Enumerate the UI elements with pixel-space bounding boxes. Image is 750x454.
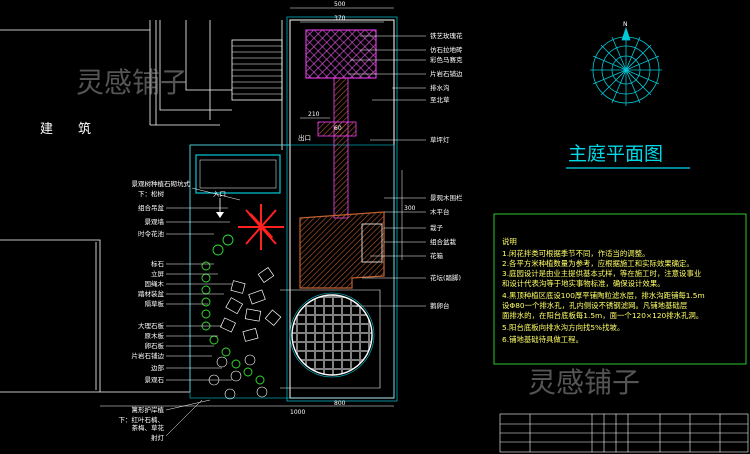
dim-side: 300 <box>404 205 416 212</box>
label-r-8: 木平台 <box>430 207 450 216</box>
note-line-6: 面排水的，在阳台底板每1.5m，面一个120×120排水孔洞。 <box>502 311 703 320</box>
title-block <box>499 413 749 453</box>
right-labels: 铁艺玫瑰花 仿石拉地砖 彩色马赛克 片岩石铺边 排水沟 至北草 草坪灯 景观木围… <box>430 31 463 310</box>
right-leaders <box>348 35 426 307</box>
watermark-bottom: 灵感铺子 <box>528 366 640 399</box>
label-r-4: 排水沟 <box>430 83 450 92</box>
dim-bottom: 1000 <box>290 409 305 416</box>
drawing-title: 主庭平面图 <box>568 143 663 165</box>
note-line-3: 和设计代表沟等于地实事物标准，确保设计效果。 <box>502 279 665 288</box>
note-line-7: 5.阳台底板向排水沟方向找5%找坡。 <box>502 323 624 332</box>
label-l-19: 射灯 <box>151 433 165 442</box>
building-label-1: 建 <box>40 122 53 137</box>
notes-box <box>493 213 747 365</box>
label-r-13: 鹅卵台 <box>430 301 450 310</box>
label-l-5: 标石 <box>151 259 165 268</box>
label-l-3: 景观墙 <box>145 217 165 226</box>
label-l-14: 边部 <box>151 363 165 372</box>
dim-bottom-right: 800 <box>334 400 346 407</box>
exit-label: 出口 <box>298 133 311 142</box>
label-l-2: 组合吊盆 <box>138 203 165 212</box>
compass-north-label: N <box>623 21 628 28</box>
watermark-top: 灵感铺子 <box>76 66 188 99</box>
dimension-lines <box>100 7 403 407</box>
label-l-12: 卵石板 <box>145 341 165 350</box>
label-r-5: 至北草 <box>430 95 450 104</box>
label-r-7: 景观木围栏 <box>430 193 463 202</box>
left-labels: 景观树种植石砌坑式 下：松树 组合吊盆 景观墙 时令花池 标石 立屏 固绳木 踏… <box>119 179 191 442</box>
entry-arrow-icon <box>216 198 224 218</box>
label-r-11: 花箱 <box>430 251 444 260</box>
note-line-0: 1.闲花拌类可根据季节不同，作适当的调整。 <box>502 249 649 258</box>
label-l-18: 茶梅、草花 <box>132 423 165 432</box>
tree-symbol <box>238 204 284 250</box>
label-r-9: 栽子 <box>430 223 444 232</box>
label-l-6: 立屏 <box>151 269 165 278</box>
label-r-1: 仿石拉地砖 <box>430 45 463 54</box>
label-r-0: 铁艺玫瑰花 <box>430 31 463 40</box>
dim-path: 370 <box>334 15 346 22</box>
note-line-1: 2.各平方米种植数量为参考，应根据施工和实际效果确定。 <box>502 259 694 268</box>
label-l-17: 下：红叶石楠、 <box>119 415 165 424</box>
label-l-13: 片岩石铺边 <box>132 351 165 360</box>
entrance-label: 入口 <box>213 190 226 198</box>
label-r-10: 组合盆栽 <box>430 237 457 246</box>
wood-deck <box>299 211 385 289</box>
note-line-2: 3.庭园设计是由业主提供基本式样，等在施工时，注意设事业 <box>502 269 701 278</box>
notes-text: 说明 1.闲花拌类可根据季节不同，作适当的调整。 2.各平方米种植数量为参考，应… <box>502 237 705 344</box>
paved-circle <box>289 292 375 378</box>
grass-planting <box>208 354 268 400</box>
label-l-9: 隔草板 <box>145 299 165 308</box>
label-l-15: 景观石 <box>145 376 165 384</box>
dim-60: 60 <box>334 125 342 132</box>
label-l-10: 大理石板 <box>138 321 165 330</box>
note-line-5: 设Φ80一个排水孔，孔内侧设不锈钢滤网。凡铺地基础层 <box>502 301 687 310</box>
compass-rose-icon <box>590 26 662 106</box>
note-line-4: 4.黑顶种植区底设100厚平铺陶粒滤水层，排水沟距铺每1.5m <box>502 291 705 300</box>
stepping-stones <box>219 266 282 342</box>
label-l-16: 篱形护岸植 <box>132 405 165 414</box>
left-leaders <box>165 187 241 437</box>
label-l-8: 踏材装盆 <box>138 289 165 298</box>
note-line-8: 6.铺地基础待具做工程。 <box>502 335 583 344</box>
label-l-0: 景观树种植石砌坑式 <box>132 179 191 188</box>
label-l-11: 原木板 <box>145 331 165 340</box>
label-r-6: 草坪灯 <box>430 135 450 144</box>
dim-exit: 210 <box>308 111 320 118</box>
building-label-2: 筑 <box>78 121 91 137</box>
planter-edge <box>280 289 381 389</box>
path-paving <box>305 29 377 219</box>
label-r-3: 片岩石铺边 <box>430 69 463 78</box>
label-l-1: 下：松树 <box>138 189 165 198</box>
label-r-2: 彩色马赛克 <box>430 55 463 64</box>
label-l-7: 固绳木 <box>145 279 165 288</box>
label-l-4: 时令花池 <box>138 229 165 238</box>
notes-heading: 说明 <box>502 237 517 246</box>
dim-top: 500 <box>334 1 346 8</box>
label-r-12: 花坛(踏脚) <box>430 273 461 282</box>
